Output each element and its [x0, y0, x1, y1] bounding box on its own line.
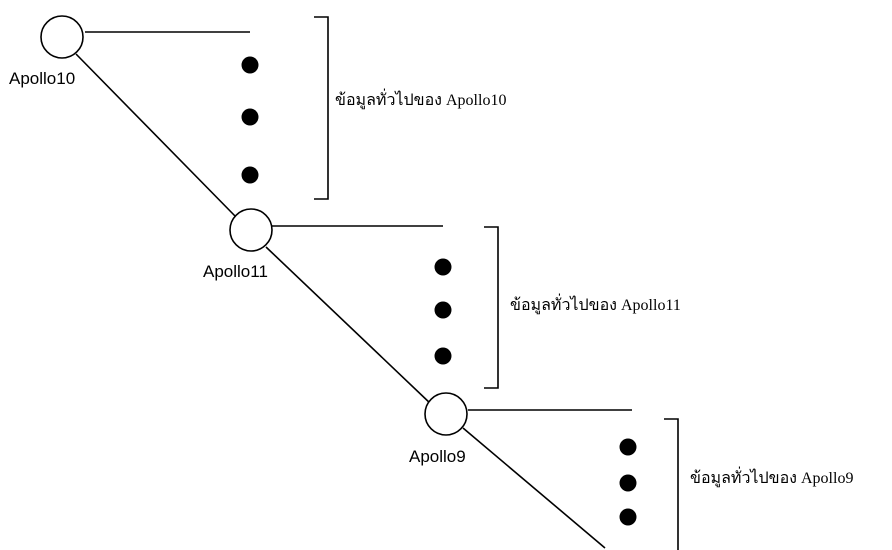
ellipsis-dot	[241, 56, 259, 74]
group-caption: ข้อมูลทั่วไปของ Apollo9	[690, 466, 853, 488]
node-circle	[424, 392, 468, 436]
ellipsis-dot	[434, 347, 452, 365]
ellipsis-dot	[241, 166, 259, 184]
node-apollo11: Apollo11 ข้อมูลทั่วไปของ Apollo11	[203, 208, 681, 389]
ellipsis-dot	[619, 438, 637, 456]
ellipsis-dot	[619, 508, 637, 526]
group-bracket	[664, 418, 679, 550]
node-label: Apollo11	[203, 262, 268, 281]
group-bracket	[484, 226, 499, 389]
node-label: Apollo10	[9, 69, 75, 88]
ellipsis-dot	[241, 108, 259, 126]
group-caption: ข้อมูลทั่วไปของ Apollo11	[510, 293, 681, 315]
node-apollo10: Apollo10 ข้อมูลทั่วไปของ Apollo10	[9, 15, 506, 200]
node-apollo9: Apollo9 ข้อมูลทั่วไปของ Apollo9	[409, 392, 853, 550]
ellipsis-dot	[434, 258, 452, 276]
group-bracket	[314, 16, 329, 200]
edge-apollo10-apollo11	[75, 53, 237, 218]
edge-apollo9-next	[462, 427, 606, 549]
group-caption: ข้อมูลทั่วไปของ Apollo10	[335, 88, 506, 110]
edge-apollo11-apollo9	[265, 246, 433, 406]
node-circle	[40, 15, 84, 59]
node-label: Apollo9	[409, 447, 466, 466]
ellipsis-dot	[619, 474, 637, 492]
ellipsis-dot	[434, 301, 452, 319]
node-circle	[229, 208, 273, 252]
